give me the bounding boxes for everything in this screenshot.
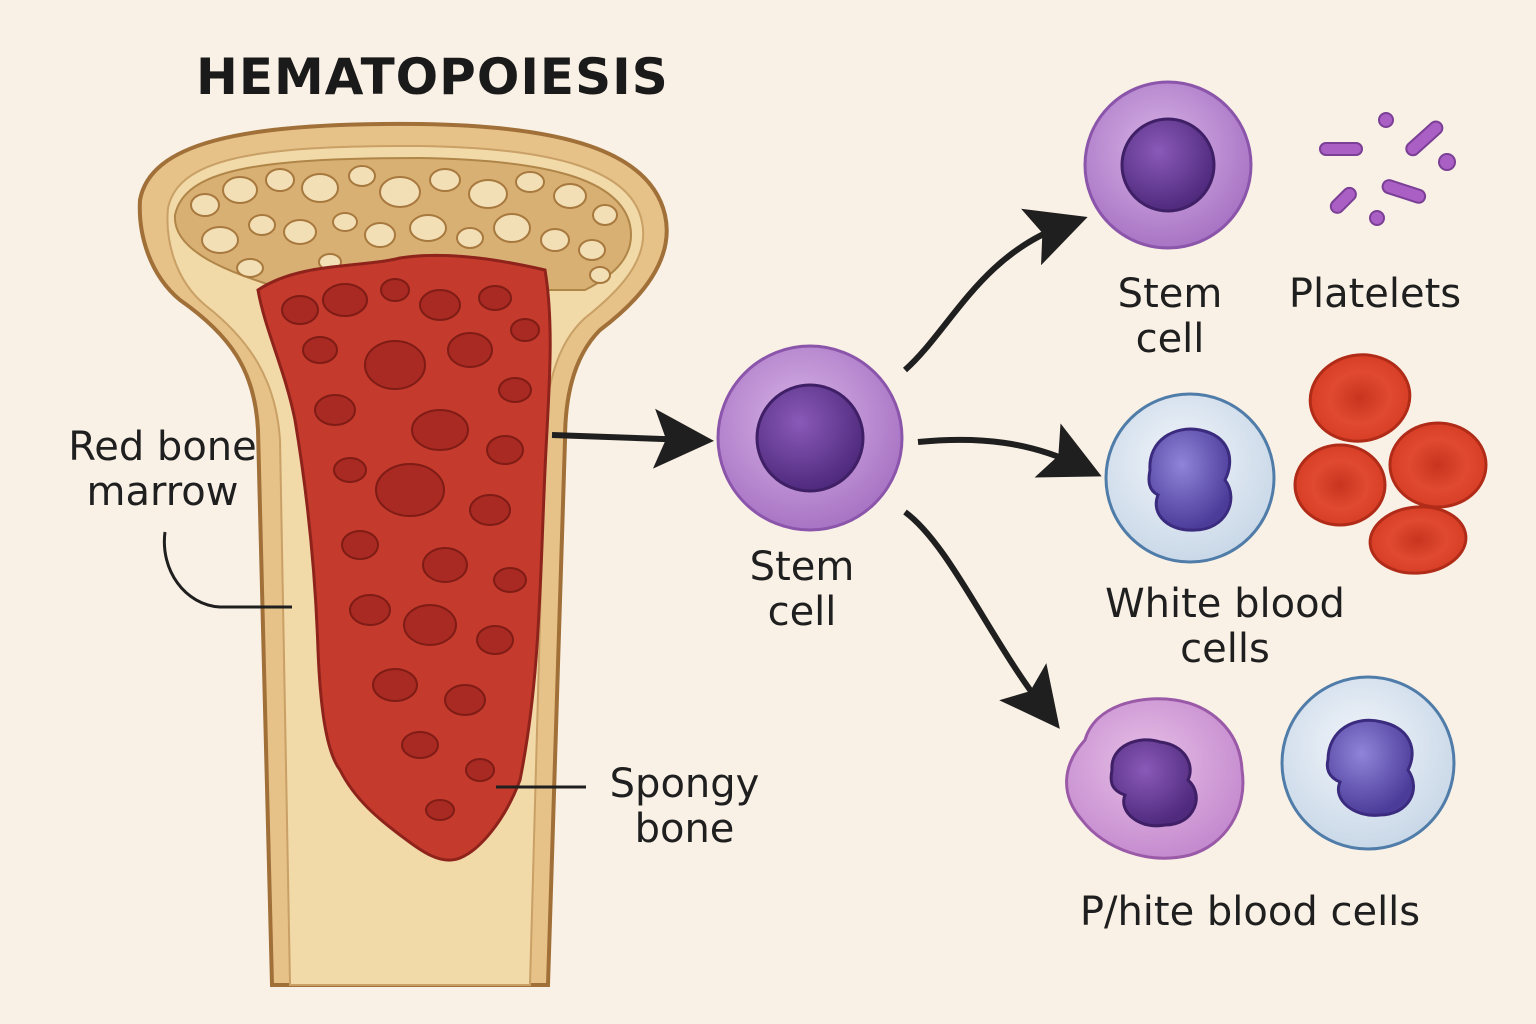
red-blood-cells xyxy=(1293,353,1488,575)
label-top-stem-cell: Stem cell xyxy=(1117,271,1223,362)
platelets-cluster xyxy=(1319,112,1456,226)
arrow-to-white-blood-cells xyxy=(917,423,1102,478)
marrow-spaces xyxy=(281,278,540,821)
red-marrow-pointer-line xyxy=(162,531,292,609)
bottom-white-blood-cell xyxy=(1280,675,1456,851)
label-white-blood-cells: White blood cells xyxy=(1105,581,1345,672)
white-blood-cell-middle xyxy=(1104,392,1276,564)
bone-illustration xyxy=(137,121,669,987)
arrow-to-top-stem-cell xyxy=(903,208,1088,373)
center-stem-cell xyxy=(716,344,904,532)
top-stem-cell xyxy=(1083,80,1253,250)
label-red-bone-marrow: Red bone marrow xyxy=(68,424,257,515)
arrow-to-stem-cell xyxy=(551,408,714,469)
label-bottom-blood-cells: P/hite blood cells xyxy=(1079,889,1421,935)
bottom-granular-cell xyxy=(1065,697,1245,860)
label-center-stem-cell: Stem cell xyxy=(749,544,855,635)
page-title: HEMATOPOIESIS xyxy=(196,48,669,106)
label-spongy-bone: Spongy bone xyxy=(609,761,760,852)
label-platelets: Platelets xyxy=(1288,271,1462,317)
arrow-to-bottom-cells xyxy=(903,509,1060,729)
spongy-pores xyxy=(190,165,618,284)
